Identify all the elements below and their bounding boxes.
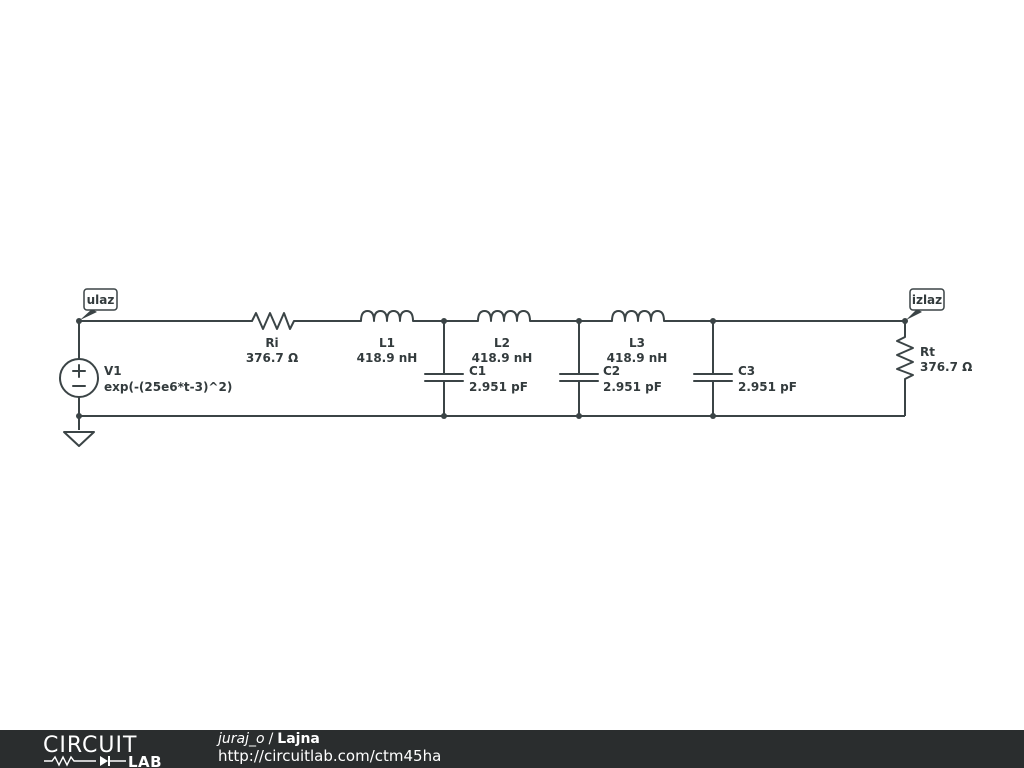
label-c2-value: 2.951 pF (603, 380, 662, 394)
footer-meta: juraj_o/Lajna http://circuitlab.com/ctm4… (218, 731, 441, 765)
label-c1-id: C1 (469, 364, 486, 378)
inductor-l2[interactable] (477, 310, 531, 322)
label-c1-value: 2.951 pF (469, 380, 528, 394)
label-rt-id: Rt (920, 345, 935, 359)
resistor-rt[interactable] (896, 321, 914, 416)
label-l2-value: 418.9 nH (472, 351, 533, 365)
junction-dots (76, 318, 908, 419)
logo-word-circuit: CIRCUIT (43, 733, 137, 758)
circuit-url-link[interactable]: http://circuitlab.com/ctm45ha (218, 747, 442, 765)
net-label-izlaz[interactable]: izlaz (906, 288, 945, 320)
footer-bar: CIRCUIT LAB juraj_o/Lajna http://circuit… (0, 730, 1024, 768)
label-c3-value: 2.951 pF (738, 380, 797, 394)
label-ri-id: Ri (265, 336, 278, 350)
label-ri-value: 376.7 Ω (246, 351, 298, 365)
inductor-l3[interactable] (611, 310, 665, 322)
label-c3-id: C3 (738, 364, 755, 378)
circuit-title: Lajna (277, 731, 320, 747)
net-label-ulaz[interactable]: ulaz (80, 288, 118, 320)
label-l1-value: 418.9 nH (357, 351, 418, 365)
schematic-canvas: ulaz izlaz V1 exp(-(25e6*t-3)^2) Ri 376.… (59, 288, 972, 447)
capacitor-c1[interactable] (424, 321, 464, 416)
label-v1-value: exp(-(25e6*t-3)^2) (104, 380, 232, 394)
circuit-schematic: ulaz izlaz V1 exp(-(25e6*t-3)^2) Ri 376.… (59, 288, 972, 447)
ground-icon (63, 431, 95, 447)
label-l3-id: L3 (629, 336, 645, 350)
net-label-ulaz-text: ulaz (87, 293, 115, 307)
inductor-l1[interactable] (360, 310, 414, 322)
label-l2-id: L2 (494, 336, 510, 350)
capacitor-c2[interactable] (559, 321, 599, 416)
breadcrumb-separator: / (268, 731, 274, 747)
label-l3-value: 418.9 nH (607, 351, 668, 365)
label-c2-id: C2 (603, 364, 620, 378)
resistor-ri[interactable] (251, 312, 295, 330)
label-rt-value: 376.7 Ω (920, 360, 972, 374)
author-link[interactable]: juraj_o (218, 731, 265, 747)
capacitor-c3[interactable] (693, 321, 733, 416)
logo-resistor-diode-icon (44, 755, 126, 767)
net-label-izlaz-text: izlaz (912, 293, 942, 307)
circuitlab-logo[interactable]: CIRCUIT LAB (42, 730, 176, 768)
label-l1-id: L1 (379, 336, 395, 350)
component-labels: V1 exp(-(25e6*t-3)^2) Ri 376.7 Ω L1 418.… (104, 336, 972, 394)
logo-word-lab: LAB (128, 753, 162, 768)
label-v1-id: V1 (104, 364, 122, 378)
